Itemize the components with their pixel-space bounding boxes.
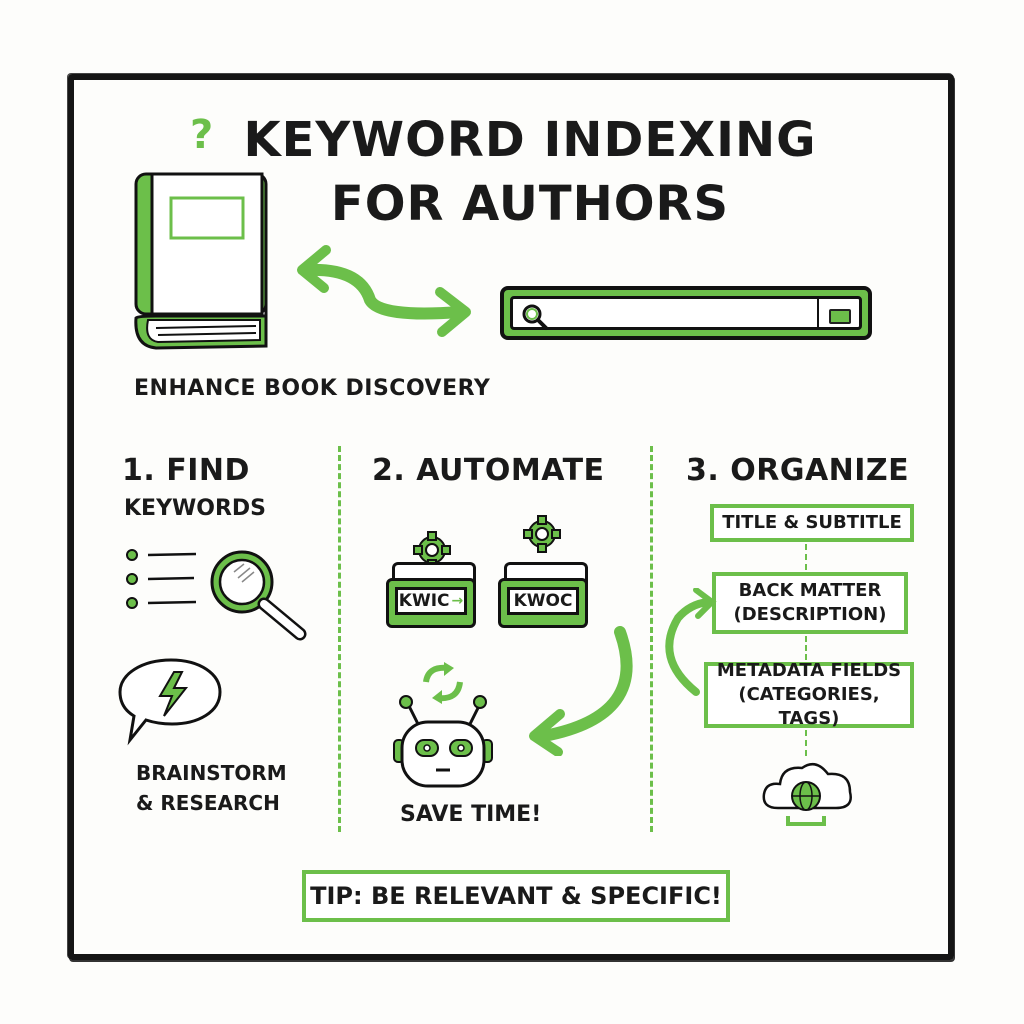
organize-box-title: TITLE & SUBTITLE <box>710 504 914 542</box>
section-1-heading: 1. FIND <box>122 453 250 488</box>
kwic-tool[interactable]: KWIC→ <box>386 562 476 628</box>
section-2-heading: 2. AUTOMATE <box>372 453 605 488</box>
question-mark-icon: ? <box>190 112 214 158</box>
loop-arrow-icon <box>665 588 717 696</box>
title-line-1: KEYWORD INDEXING <box>243 112 817 168</box>
tip-box: TIP: BE RELEVANT & SPECIFIC! <box>302 870 730 922</box>
dashed-down-arrow-icon <box>805 636 807 660</box>
section-2-caption: SAVE TIME! <box>400 802 542 827</box>
search-bar[interactable] <box>500 286 872 340</box>
box-line-1: BACK MATTER <box>738 580 882 601</box>
refresh-arrows-icon <box>423 662 463 704</box>
kwoc-label: KWOC <box>513 591 573 611</box>
section-1-caption: BRAINSTORM & RESEARCH <box>136 758 287 818</box>
box-line-2: (CATEGORIES, TAGS) <box>738 684 880 729</box>
cloud-globe-icon <box>762 762 852 826</box>
page-title: KEYWORD INDEXING FOR AUTHORS <box>220 108 840 236</box>
double-arrow-icon <box>297 245 471 337</box>
organize-box-metadata: METADATA FIELDS (CATEGORIES, TAGS) <box>704 660 914 729</box>
bullet-list-icon <box>126 549 197 609</box>
search-icon <box>522 304 548 330</box>
book-icon <box>134 172 268 350</box>
dashed-down-arrow-icon <box>805 730 807 756</box>
dashed-down-arrow-icon <box>805 544 807 570</box>
subtitle: ENHANCE BOOK DISCOVERY <box>134 376 491 401</box>
gear-icon <box>413 531 451 569</box>
column-divider <box>650 446 653 832</box>
section-3-heading: 3. ORGANIZE <box>686 453 910 488</box>
caption-line-2: & RESEARCH <box>136 791 280 815</box>
caption-line-1: BRAINSTORM <box>136 761 287 785</box>
search-button[interactable] <box>817 299 859 327</box>
speech-bubble-lightning-icon <box>118 658 222 746</box>
box-line-1: METADATA FIELDS <box>716 660 902 681</box>
box-line-2: (DESCRIPTION) <box>733 604 887 625</box>
kwic-label: KWIC <box>398 591 450 611</box>
box-line-1: TITLE & SUBTITLE <box>722 512 902 533</box>
magnifying-glass-icon <box>210 550 307 641</box>
curved-arrow-icon <box>529 626 633 756</box>
section-1-subheading: KEYWORDS <box>124 496 267 521</box>
robot-icon <box>393 695 493 788</box>
arrow-right-icon: → <box>451 593 464 609</box>
outer-frame <box>68 74 954 960</box>
organize-box-back-matter: BACK MATTER (DESCRIPTION) <box>712 572 908 634</box>
column-divider <box>338 446 341 832</box>
gear-icon <box>523 515 561 553</box>
title-line-2: FOR AUTHORS <box>330 176 730 232</box>
kwoc-tool[interactable]: KWOC <box>498 562 588 628</box>
